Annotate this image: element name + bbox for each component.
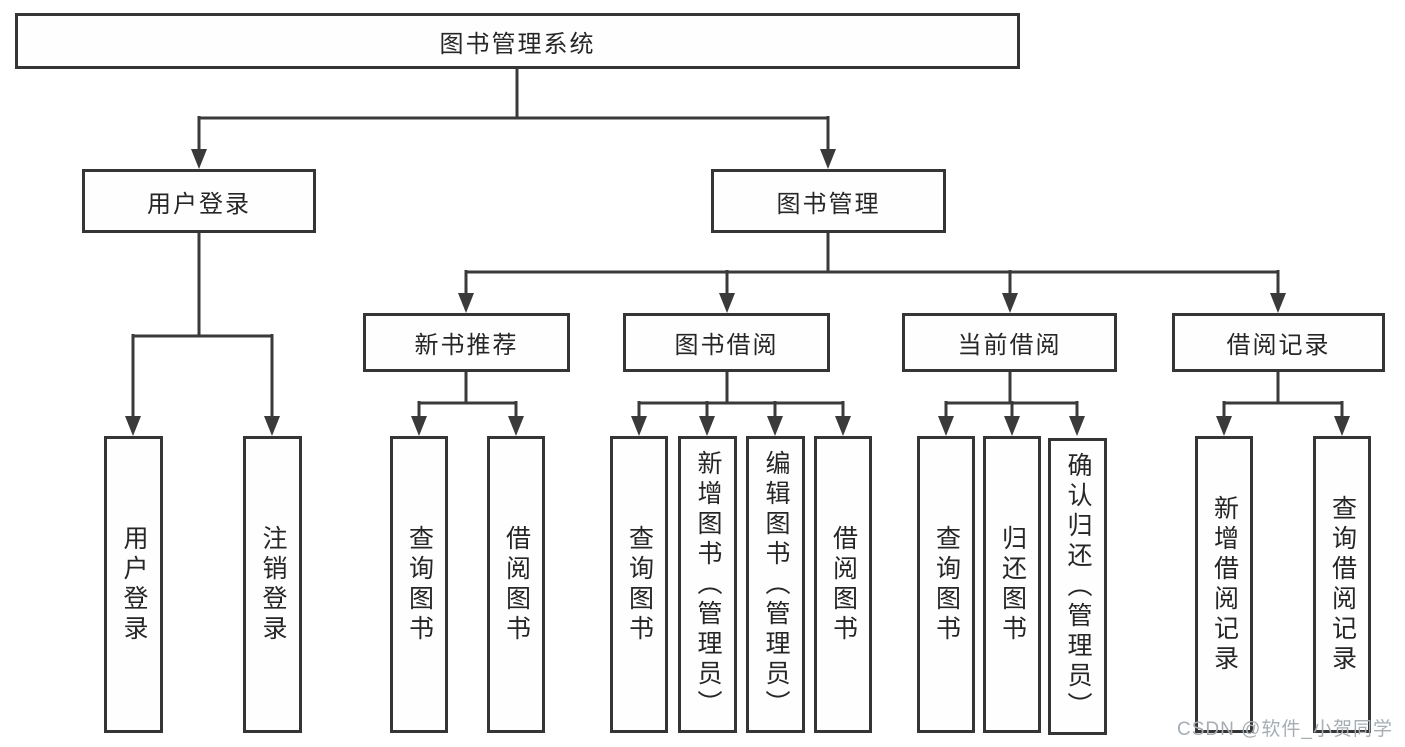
leaf-borrow-query-books: 查询图书 — [610, 436, 668, 733]
node-label: 编辑图书（管理员） — [762, 449, 790, 720]
node-label: 图书借阅 — [674, 332, 779, 359]
connector-records-to-leaves — [1216, 372, 1350, 436]
node-label: 图书管理系统 — [439, 30, 596, 58]
node-current-borrow: 当前借阅 — [902, 313, 1117, 372]
connector-bookmgmt-to-level3 — [458, 233, 1286, 313]
leaf-borrow-add-book-admin: 新增图书（管理员） — [678, 436, 737, 733]
node-user-login: 用户登录 — [82, 169, 316, 233]
node-label: 新增借阅记录 — [1210, 494, 1239, 675]
leaf-user-login: 用户登录 — [104, 436, 163, 733]
node-label: 当前借阅 — [957, 332, 1062, 359]
node-label: 新书推荐 — [414, 332, 519, 359]
leaf-records-add-record: 新增借阅记录 — [1195, 436, 1253, 733]
node-label: 归还图书 — [998, 524, 1027, 645]
connector-root-to-level2 — [191, 69, 836, 169]
node-label: 查询图书 — [932, 524, 961, 645]
connector-borrow-to-leaves — [631, 372, 851, 436]
leaf-current-confirm-return-admin: 确认归还（管理员） — [1048, 438, 1107, 735]
node-label: 查询图书 — [405, 524, 434, 645]
node-label: 图书管理 — [776, 190, 881, 218]
leaf-current-return-books: 归还图书 — [983, 436, 1041, 733]
node-label: 用户登录 — [147, 190, 251, 218]
connector-current-to-leaves — [938, 372, 1085, 436]
node-label: 借阅记录 — [1226, 332, 1331, 359]
leaf-newbook-borrow-books: 借阅图书 — [487, 436, 545, 733]
node-label: 用户登录 — [120, 524, 148, 645]
csdn-watermark: CSDN @软件_小贺同学 — [1177, 719, 1393, 740]
node-label: 注销登录 — [259, 524, 287, 645]
leaf-borrow-edit-book-admin: 编辑图书（管理员） — [746, 436, 805, 733]
leaf-logout: 注销登录 — [243, 436, 302, 733]
node-borrow-records: 借阅记录 — [1172, 313, 1385, 372]
connector-userlogin-to-leaves — [125, 233, 280, 436]
node-label: 借阅图书 — [502, 524, 531, 645]
node-label: 查询借阅记录 — [1328, 494, 1357, 675]
leaf-records-query-record: 查询借阅记录 — [1313, 436, 1371, 733]
node-label: 借阅图书 — [829, 524, 858, 645]
node-new-book-recommend: 新书推荐 — [363, 313, 570, 372]
connector-newbook-to-leaves — [411, 372, 524, 436]
node-label: 查询图书 — [625, 524, 654, 645]
leaf-newbook-query-books: 查询图书 — [390, 436, 448, 733]
node-book-borrow: 图书借阅 — [623, 313, 830, 372]
node-root-system: 图书管理系统 — [15, 13, 1020, 69]
leaf-borrow-borrow-books: 借阅图书 — [814, 436, 872, 733]
leaf-current-query-books: 查询图书 — [917, 436, 975, 733]
node-book-management: 图书管理 — [711, 169, 946, 233]
node-label: 确认归还（管理员） — [1064, 451, 1092, 722]
node-label: 新增图书（管理员） — [694, 449, 722, 720]
